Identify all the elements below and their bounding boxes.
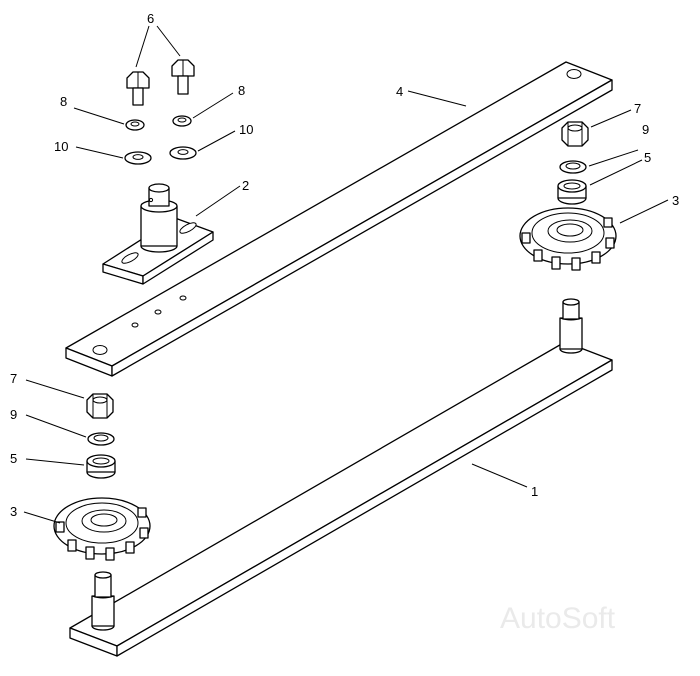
callout-4: 4 bbox=[396, 84, 403, 99]
bolt-right-part-6 bbox=[171, 59, 195, 95]
sprocket-right-part-3 bbox=[519, 207, 617, 271]
callout-10-left: 10 bbox=[54, 139, 68, 154]
right-shaft bbox=[559, 298, 583, 354]
callout-9-right: 9 bbox=[642, 122, 649, 137]
lock-washer-right-part-9 bbox=[559, 160, 587, 174]
callout-7-right: 7 bbox=[634, 101, 641, 116]
nut-right-part-7 bbox=[561, 121, 589, 147]
bolt-left-part-6 bbox=[126, 71, 150, 106]
flat-washer-left-part-10 bbox=[124, 151, 152, 165]
left-shaft bbox=[91, 571, 115, 631]
callout-2: 2 bbox=[242, 178, 249, 193]
lock-washer-left-part-8 bbox=[125, 119, 145, 131]
nut-left-part-7 bbox=[86, 393, 114, 419]
callout-1: 1 bbox=[531, 484, 538, 499]
callout-8-right: 8 bbox=[238, 83, 245, 98]
callout-7-left: 7 bbox=[10, 371, 17, 386]
callout-9-left: 9 bbox=[10, 407, 17, 422]
watermark: AutoSoft bbox=[500, 602, 616, 635]
sprocket-left-part-3 bbox=[53, 497, 151, 561]
callout-8-left: 8 bbox=[60, 94, 67, 109]
lock-washer-right-part-8 bbox=[172, 115, 192, 127]
callout-3-left: 3 bbox=[10, 504, 17, 519]
lock-washer-left-part-9 bbox=[87, 432, 115, 446]
callout-5-right: 5 bbox=[644, 150, 651, 165]
upper-bar-part-4 bbox=[65, 61, 613, 377]
callout-6: 6 bbox=[147, 11, 154, 26]
callout-labels: 6 8 8 10 10 2 4 7 9 5 3 7 9 5 3 1 bbox=[10, 11, 679, 519]
callout-10-right: 10 bbox=[239, 122, 253, 137]
callout-3-right: 3 bbox=[672, 193, 679, 208]
callout-5-left: 5 bbox=[10, 451, 17, 466]
spacer-right-part-5 bbox=[557, 179, 587, 205]
lower-bar-part-1 bbox=[69, 341, 613, 657]
bracket-part-2 bbox=[102, 183, 214, 285]
flat-washer-right-part-10 bbox=[169, 146, 197, 160]
spacer-left-part-5 bbox=[86, 454, 116, 479]
leader-lines bbox=[23, 25, 669, 524]
